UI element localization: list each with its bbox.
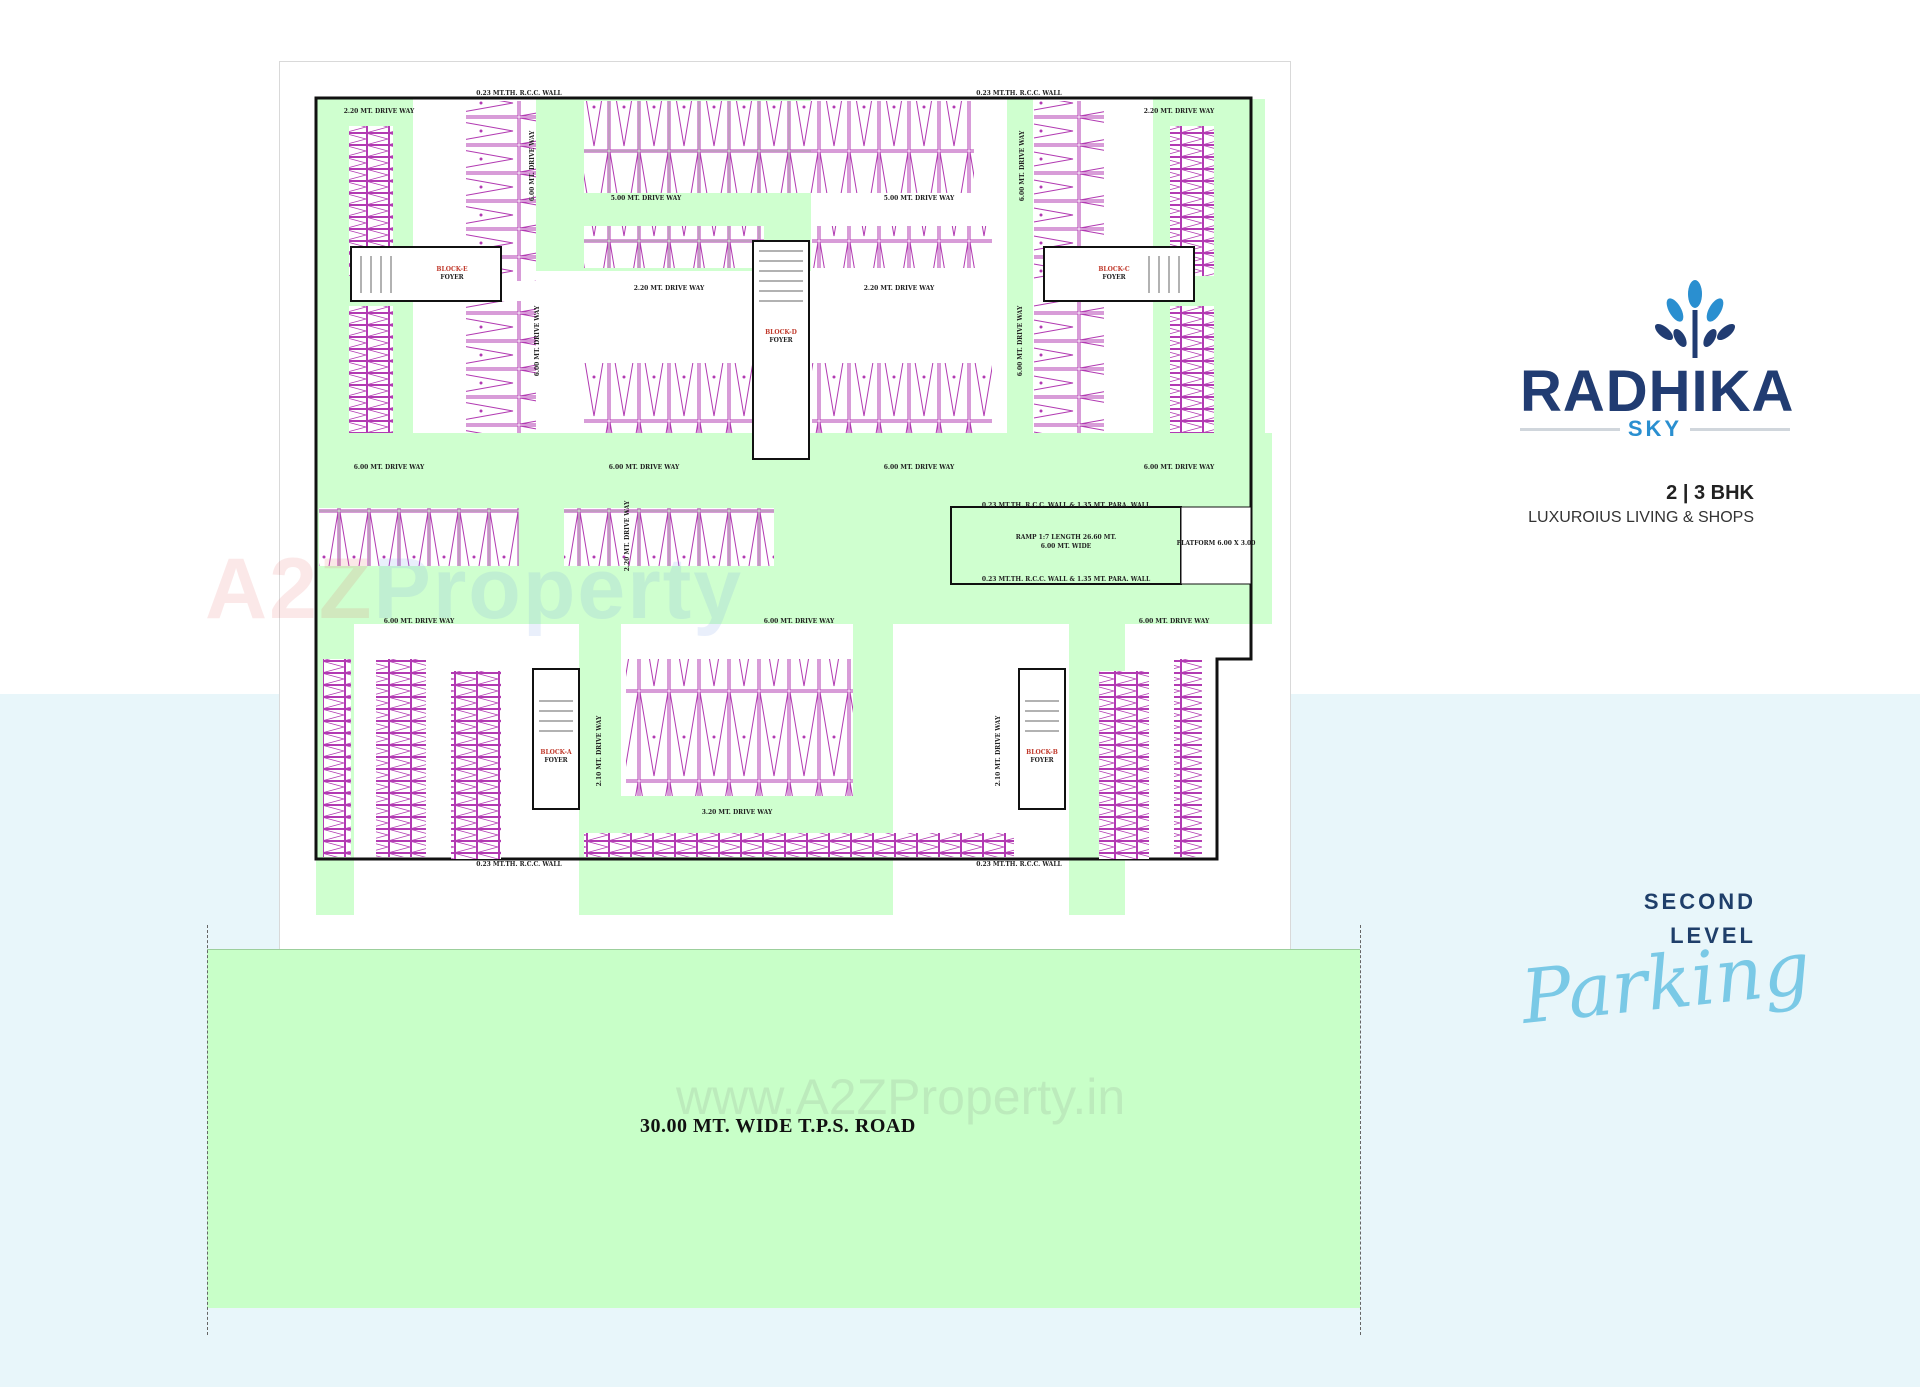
brand-logo: RADHIKA SKY	[1520, 280, 1820, 450]
stair-treads	[360, 250, 1180, 732]
parking-floor-plan: 0.23 MT.TH. R.C.C. WALL 0.23 MT.TH. R.C.…	[314, 90, 1272, 915]
block-e-label: BLOCK-E	[436, 266, 468, 273]
slots-mid-right-upper	[812, 226, 992, 268]
road-label: 30.00 MT. WIDE T.P.S. ROAD	[640, 1115, 916, 1137]
drive-label-13: 2.20 MT. DRIVE WAY	[1144, 108, 1215, 115]
watermark-logo: A2ZProperty	[205, 541, 744, 637]
wall-label-bottom-left: 0.23 MT.TH. R.C.C. WALL	[476, 861, 562, 868]
drive-label-1: 6.00 MT. DRIVE WAY	[354, 464, 425, 471]
slots-center-row-left	[319, 508, 519, 566]
drive-label-vertical-6: 2.10 MT. DRIVE WAY	[995, 715, 1002, 786]
drive-label-6: 6.00 MT. DRIVE WAY	[764, 618, 835, 625]
outer-wall	[314, 96, 1253, 861]
drive-label-5: 6.00 MT. DRIVE WAY	[384, 618, 455, 625]
slots-mid-left-upper	[584, 226, 764, 268]
wall-label-bottom-right: 0.23 MT.TH. R.C.C. WALL	[976, 861, 1062, 868]
block-d-label: BLOCK-D	[765, 329, 797, 336]
brand-sub: SKY	[1627, 416, 1683, 441]
slots-mid-right-col	[1034, 301, 1104, 433]
core-block-a	[532, 668, 580, 810]
foyer-d: FOYER	[769, 337, 793, 344]
slots-bottom-left-a	[323, 659, 351, 857]
foyer-c: FOYER	[1102, 274, 1126, 281]
tps-road	[207, 949, 1360, 1308]
slots-far-right-mid	[1170, 306, 1214, 433]
foyer-e: FOYER	[440, 274, 464, 281]
wall-label-top-right: 0.23 MT.TH. R.C.C. WALL	[976, 90, 1062, 97]
parking-slots	[319, 101, 1214, 859]
wall-label-top-left: 0.23 MT.TH. R.C.C. WALL	[476, 90, 562, 97]
block-c-label: BLOCK-C	[1098, 266, 1130, 273]
slots-bottom-edge	[584, 833, 1014, 857]
drive-label-vertical-3: 6.00 MT. DRIVE WAY	[529, 130, 536, 201]
drive-label-8: 5.00 MT. DRIVE WAY	[611, 195, 682, 202]
ramp	[950, 506, 1182, 585]
slots-bottom-right-a	[1099, 671, 1149, 859]
road-right-edge	[1360, 925, 1361, 1335]
drive-label-11: 2.20 MT. DRIVE WAY	[864, 285, 935, 292]
slots-mid-left-lower	[584, 363, 764, 433]
drive-label-10: 2.20 MT. DRIVE WAY	[634, 285, 705, 292]
brand-rule-left	[1520, 428, 1620, 431]
drive-label-vertical-7: 2.20 MT. DRIVE WAY	[624, 500, 631, 571]
drive-label-2: 6.00 MT. DRIVE WAY	[609, 464, 680, 471]
core-block-b	[1018, 668, 1066, 810]
bhk-config: 2 | 3 BHK	[1666, 482, 1754, 504]
ramp-length: RAMP 1:7 LENGTH 26.60 MT.	[1016, 534, 1116, 541]
ramp-platform	[1180, 506, 1252, 585]
drive-label-4: 6.00 MT. DRIVE WAY	[1144, 464, 1215, 471]
ramp-wall-top: 0.23 MT.TH. R.C.C. WALL & 1.35 MT. PARA.…	[982, 502, 1151, 509]
ramp-platform-label: PLATFORM 6.00 X 3.00	[1177, 540, 1256, 547]
drive-label-vertical-1: 6.00 MT. DRIVE WAY	[534, 305, 541, 376]
block-b-label: BLOCK-B	[1026, 749, 1058, 756]
tagline: LUXUROIUS LIVING & SHOPS	[1528, 509, 1754, 526]
drive-label-vertical-4: 6.00 MT. DRIVE WAY	[1019, 130, 1026, 201]
slots-bottom-right-b	[1174, 659, 1202, 857]
tree-icon	[1654, 280, 1736, 358]
level-title-line1: SECOND	[1643, 889, 1756, 914]
slots-far-left-mid	[349, 306, 393, 433]
watermark-url: www.A2ZProperty.in	[676, 1069, 1126, 1125]
core-block-e	[350, 246, 502, 302]
slots-bottom-left-c	[451, 671, 501, 859]
slots-bottom-center	[626, 659, 853, 796]
ramp-width: 6.00 MT. WIDE	[1041, 543, 1092, 550]
slots-mid-left-col	[466, 301, 536, 433]
drive-label-vertical-2: 6.00 MT. DRIVE WAY	[1017, 305, 1024, 376]
foyer-b: FOYER	[1030, 757, 1054, 764]
brand-rule-right	[1690, 428, 1790, 431]
drive-label-3: 6.00 MT. DRIVE WAY	[884, 464, 955, 471]
drive-label-vertical-5: 2.10 MT. DRIVE WAY	[596, 715, 603, 786]
slots-bottom-left-b	[376, 659, 426, 857]
block-a-label: BLOCK-A	[540, 749, 572, 756]
core-block-d	[752, 240, 810, 460]
slots-center-row-mid	[564, 508, 774, 566]
drive-label-9: 5.00 MT. DRIVE WAY	[884, 195, 955, 202]
drive-label-12: 2.20 MT. DRIVE WAY	[344, 108, 415, 115]
drive-label-7: 6.00 MT. DRIVE WAY	[1139, 618, 1210, 625]
road-left-edge	[207, 925, 208, 1335]
ramp-wall-bottom: 0.23 MT.TH. R.C.C. WALL & 1.35 MT. PARA.…	[982, 576, 1151, 583]
level-title-line2: LEVEL	[1670, 923, 1756, 948]
brand-name: RADHIKA	[1520, 359, 1795, 424]
cores	[350, 240, 1195, 810]
foyer-a: FOYER	[544, 757, 568, 764]
drive-label-14: 3.20 MT. DRIVE WAY	[702, 809, 773, 816]
slots-mid-right-lower	[812, 363, 992, 433]
slots-top-center	[584, 101, 974, 193]
